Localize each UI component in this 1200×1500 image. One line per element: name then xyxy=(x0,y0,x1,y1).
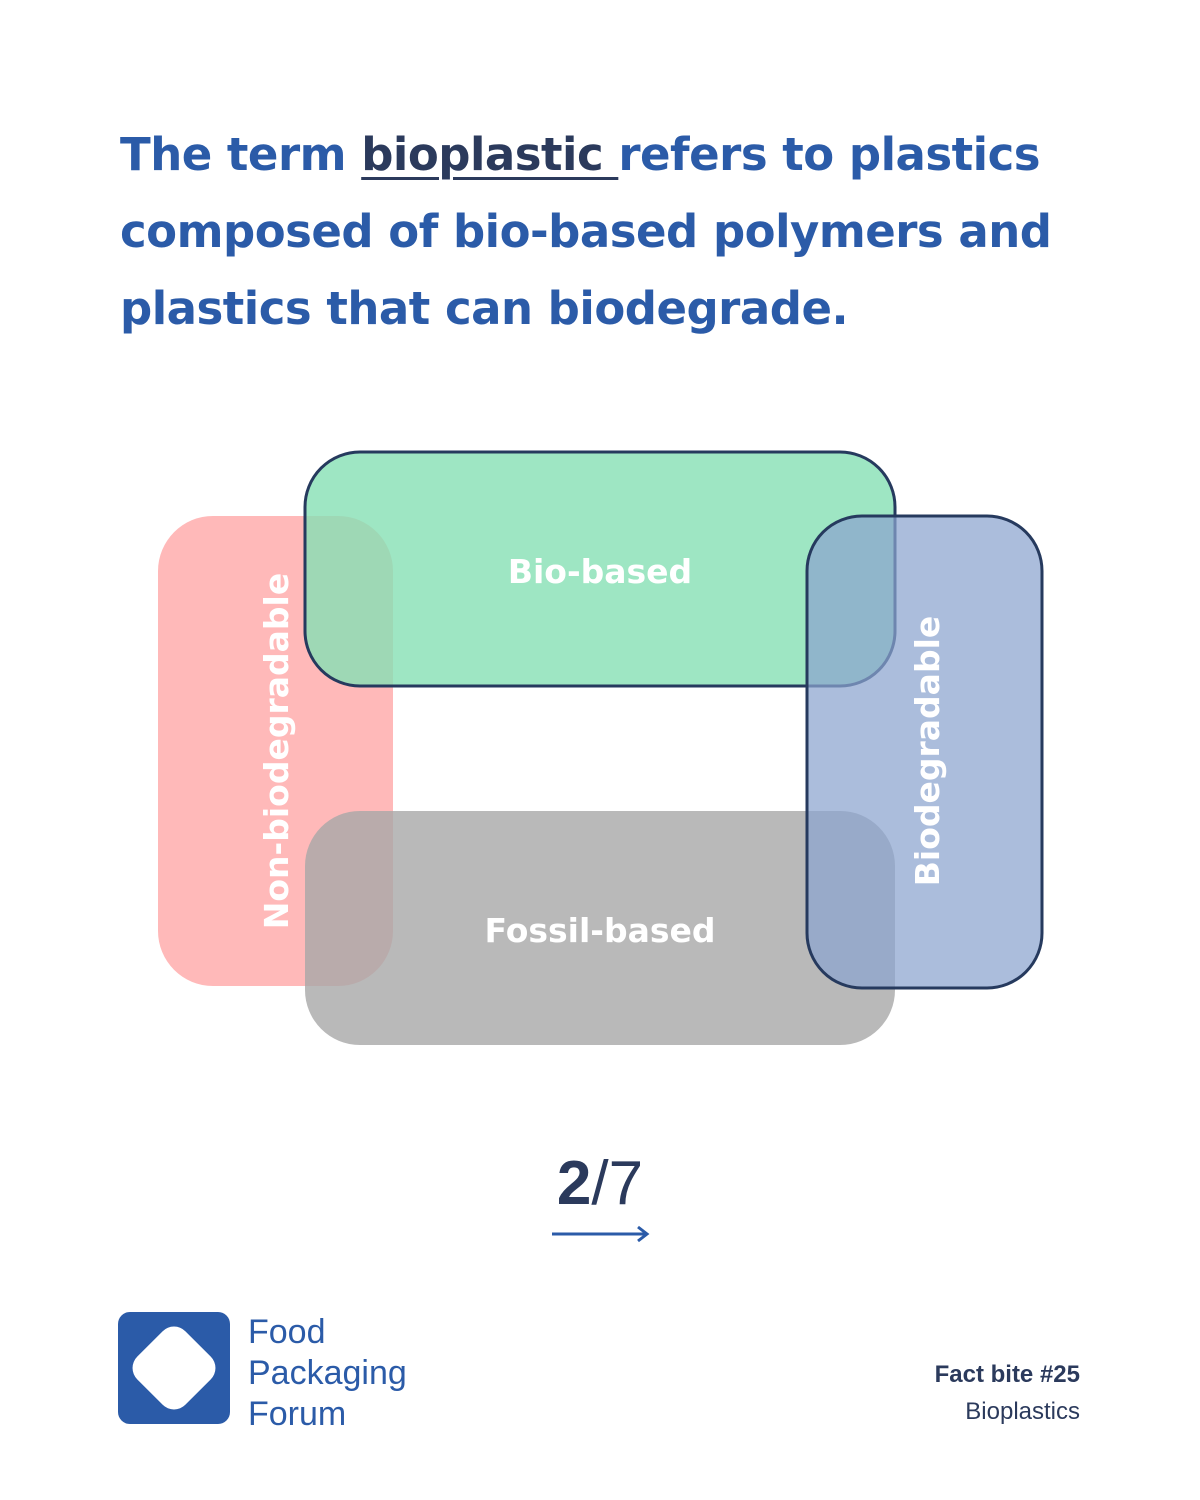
headline: The term bioplastic refers to plastics c… xyxy=(120,116,1120,347)
next-arrow-icon[interactable] xyxy=(550,1222,650,1246)
headline-rest: refers to plastics composed of bio-based… xyxy=(120,128,1052,335)
brand-line-forum: Forum xyxy=(248,1395,347,1433)
total-pages: /7 xyxy=(591,1149,644,1218)
brand-name: Food Packaging Forum xyxy=(248,1312,407,1435)
food-packaging-forum-logo xyxy=(118,1312,230,1424)
non-biodegradable-label: Non-biodegradable xyxy=(257,573,296,929)
headline-term: bioplastic xyxy=(361,128,619,181)
fossil-based-label: Fossil-based xyxy=(484,911,715,950)
fact-bite-topic: Bioplastics xyxy=(965,1398,1080,1425)
page-indicator: 2/7 xyxy=(0,1148,1200,1219)
current-page: 2 xyxy=(556,1149,592,1218)
fossil-based-box xyxy=(305,811,895,1045)
biodegradable-label: Biodegradable xyxy=(908,616,947,887)
brand-line-packaging: Packaging xyxy=(248,1354,407,1392)
bio-based-label: Bio-based xyxy=(508,552,692,591)
headline-intro: The term xyxy=(120,128,362,181)
fact-bite-info: Fact bite #25 Bioplastics xyxy=(935,1356,1080,1430)
fact-bite-number: Fact bite #25 xyxy=(934,1361,1080,1388)
bioplastic-diagram: Bio-based Fossil-based Non-biodegradable… xyxy=(158,450,1044,1045)
biodegradable-box xyxy=(805,514,1044,990)
brand-line-food: Food xyxy=(248,1313,326,1351)
